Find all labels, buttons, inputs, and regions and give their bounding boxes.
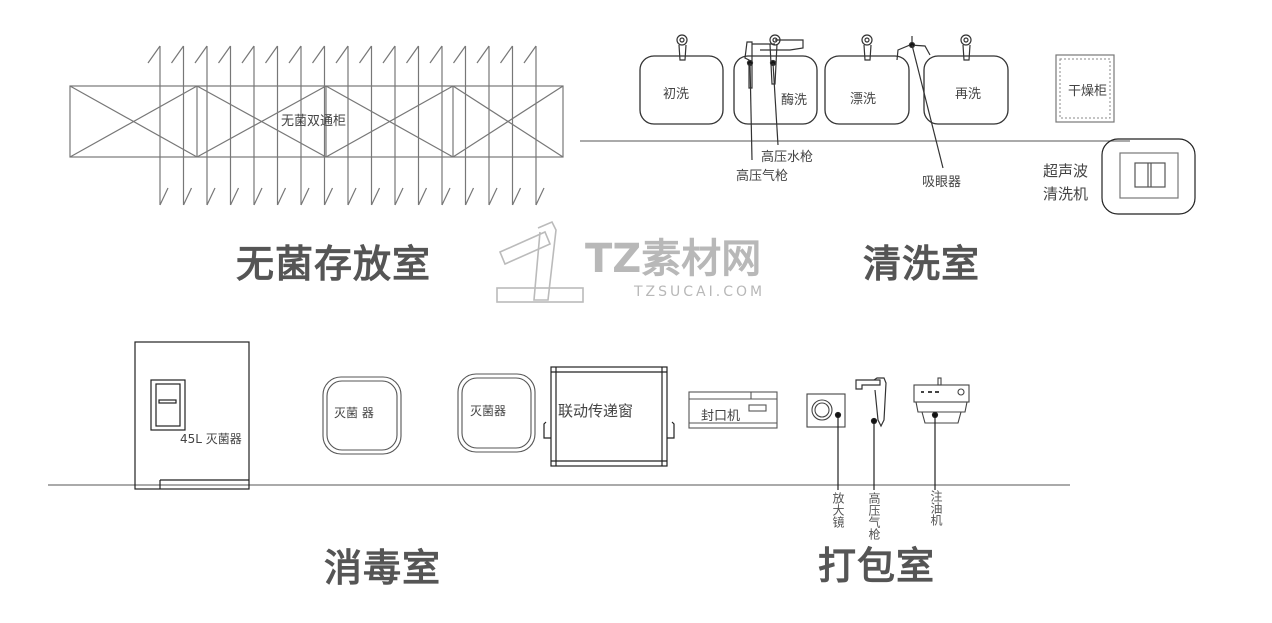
- shelf-line: [253, 187, 263, 206]
- shelf-line: [171, 45, 184, 64]
- shelf-line: [347, 187, 357, 206]
- shelf-line: [464, 187, 475, 206]
- ultrasonic-cleaner-shape: [1101, 138, 1196, 215]
- sterilizer-label-1: 灭菌 器: [334, 406, 374, 420]
- shelf-line: [147, 45, 161, 64]
- watermark-brand: TZ素材网: [585, 236, 762, 282]
- shelf-line: [441, 187, 451, 206]
- air-gun-icon: [855, 377, 887, 428]
- room-title-packaging: 打包室: [818, 544, 936, 588]
- shelf-line: [300, 187, 310, 206]
- double-door-cabinet-shape: [69, 85, 564, 158]
- shelf-line: [159, 187, 169, 206]
- sink-label-enzyme-wash: 酶洗: [781, 93, 808, 108]
- shelf-line: [370, 187, 381, 206]
- shelf-line: [265, 45, 278, 64]
- shelf-line: [476, 45, 490, 64]
- shelf-line: [523, 45, 537, 64]
- shelf-line: [511, 187, 522, 206]
- shelf-line: [488, 187, 498, 206]
- magnifier-label: 放大镜: [831, 492, 845, 528]
- packaging-leader-lines: [834, 411, 939, 490]
- drying-cabinet-label: 干燥柜: [1068, 84, 1108, 99]
- shelf-line: [229, 187, 240, 206]
- shelf-line: [206, 187, 216, 206]
- shelf-line: [535, 187, 545, 206]
- shelf-line: [288, 45, 302, 64]
- faucet-icons: [676, 34, 972, 61]
- shelf-line: [453, 45, 466, 64]
- sterilizer-45l-label: 45L 灭菌器: [180, 432, 242, 446]
- shelf-line: [359, 45, 372, 64]
- room-title-disinfection: 消毒室: [324, 546, 442, 590]
- shelf-line: [406, 45, 419, 64]
- watermark-logo-icon: [496, 220, 584, 303]
- ultrasonic-cleaner-label-1: 超声波: [1043, 162, 1089, 180]
- shelf-line: [394, 187, 404, 206]
- shelf-line: [194, 45, 208, 64]
- sink-label-rinse: 漂洗: [850, 92, 877, 107]
- shelf-line: [276, 187, 287, 206]
- water-gun-label: 高压水枪: [761, 150, 814, 165]
- shelf-line: [417, 187, 428, 206]
- shelf-line: [500, 45, 513, 64]
- shelf-line: [312, 45, 325, 64]
- sink-shapes: [639, 55, 1009, 125]
- magnifier-icon: [806, 393, 846, 428]
- double-door-cabinet-label: 无菌双通柜: [281, 114, 347, 129]
- room-title-cleaning: 清洗室: [863, 242, 981, 286]
- shelf-line: [182, 187, 193, 206]
- air-gun-label: 高压气枪: [736, 169, 789, 184]
- sink-label-initial-wash: 初洗: [663, 87, 690, 102]
- room-title-sterile-storage: 无菌存放室: [236, 242, 432, 286]
- ultrasonic-cleaner-label-2: 清洗机: [1043, 185, 1089, 203]
- pass-window-shape: [543, 366, 675, 467]
- shelf-line: [323, 187, 334, 206]
- shelf-line: [241, 45, 255, 64]
- sealing-machine-label: 封口机: [701, 409, 741, 424]
- drying-cabinet-shape: [1055, 54, 1115, 123]
- oiler-icon: [913, 377, 970, 424]
- shelf-line: [218, 45, 231, 64]
- eye-wash-label: 吸眼器: [922, 175, 962, 190]
- packaging-air-gun-label: 高压气枪: [867, 492, 881, 540]
- sterilizer-45l-shape: [134, 341, 250, 490]
- eye-wash-icon: [896, 36, 931, 61]
- sterilizer-label-2: 灭菌器: [470, 404, 507, 418]
- watermark-url: TZSUCAI.COM: [634, 284, 766, 300]
- sterilizer-shapes: [322, 373, 536, 455]
- sink-label-rewash: 再洗: [955, 87, 982, 102]
- shelf-lines: [147, 45, 545, 206]
- shelf-line: [429, 45, 443, 64]
- pass-window-label: 联动传递窗: [558, 402, 634, 420]
- oiler-label: 注油机: [929, 490, 943, 526]
- leader-lines: [749, 44, 944, 169]
- shelf-line: [335, 45, 349, 64]
- shelf-line: [382, 45, 396, 64]
- sealing-machine-shape: [688, 391, 778, 429]
